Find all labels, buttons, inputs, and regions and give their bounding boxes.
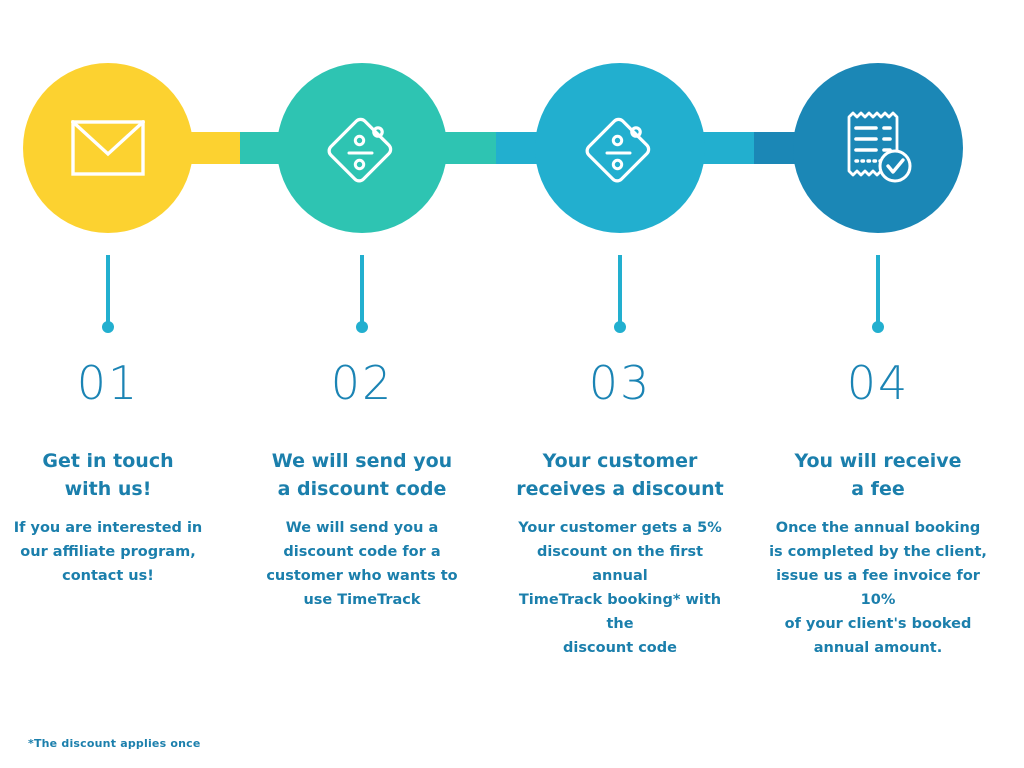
- stem-dot: [614, 321, 626, 333]
- step-circle-4[interactable]: [793, 63, 963, 233]
- stem-4: [872, 255, 884, 333]
- stem-3: [614, 255, 626, 333]
- footnote: *The discount applies once: [28, 737, 201, 750]
- discount-tag-icon: [323, 109, 401, 187]
- stem-1: [102, 255, 114, 333]
- stem-dot: [102, 321, 114, 333]
- stem-line: [618, 255, 622, 327]
- stem-line: [876, 255, 880, 327]
- step-body: Your customer gets a 5%discount on the f…: [518, 520, 722, 656]
- stem-line: [360, 255, 364, 327]
- stem-dot: [356, 321, 368, 333]
- discount-tag-icon: [581, 109, 659, 187]
- invoice-check-icon: [841, 109, 915, 187]
- step-number: 02: [330, 356, 394, 410]
- step-circle-3[interactable]: [535, 63, 705, 233]
- step-circle-1[interactable]: [23, 63, 193, 233]
- envelope-icon: [71, 120, 145, 176]
- stem-2: [356, 255, 368, 333]
- stem-dot: [872, 321, 884, 333]
- step-number: 03: [588, 356, 652, 410]
- stem-line: [106, 255, 110, 327]
- step-circle-2[interactable]: [277, 63, 447, 233]
- step-number: 04: [846, 356, 910, 410]
- step-number: 01: [76, 356, 140, 410]
- process-timeline: [0, 0, 1024, 240]
